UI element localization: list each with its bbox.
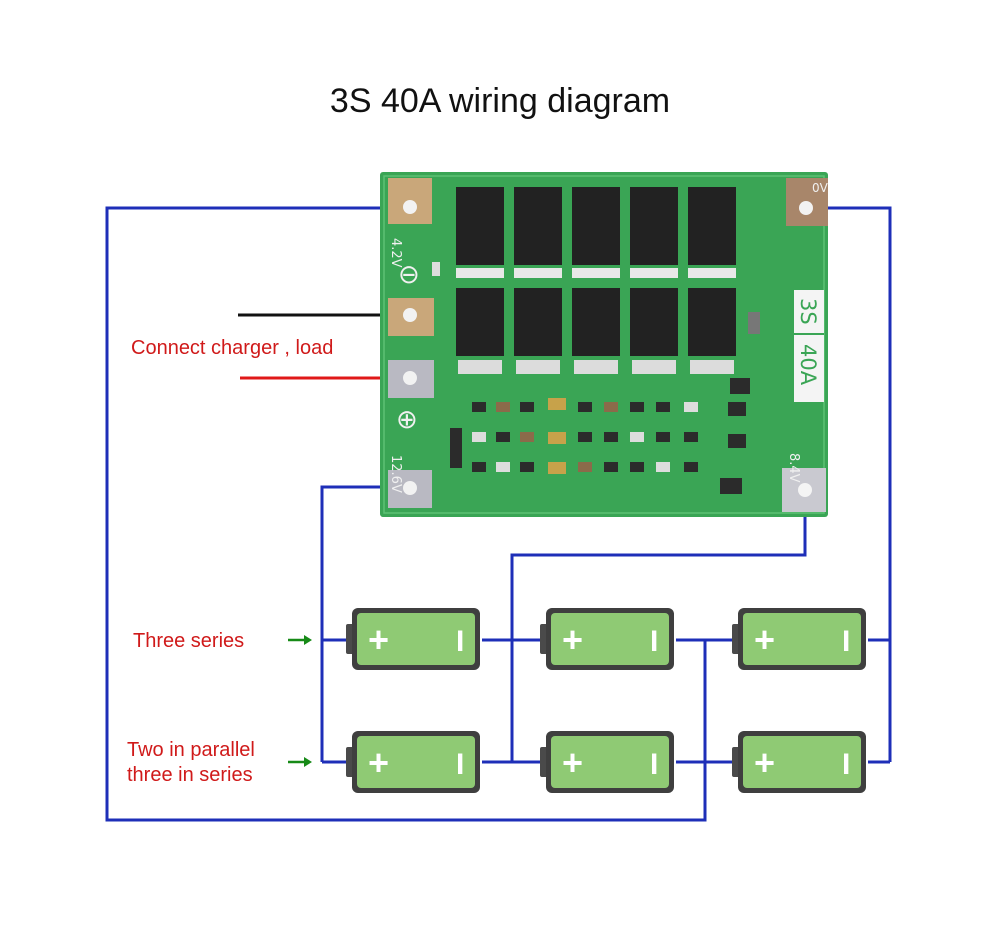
bms-board: 4.2V 12.6V 8.4V 0V ⊖ ⊕ 3S 40A (380, 172, 829, 517)
battery-row-top: + I + I + I (346, 608, 866, 670)
wire-8v4 (510, 492, 807, 762)
battery-cell: + I (346, 731, 480, 793)
model-40a: 40A (796, 344, 820, 386)
pad-0v-hole (799, 201, 813, 215)
battery-cell: + I (540, 608, 674, 670)
battery-plus-icon: + (562, 742, 583, 783)
battery-minus-icon: I (456, 748, 464, 781)
battery-minus-icon: I (842, 748, 850, 781)
three-series-label: Three series (133, 630, 245, 652)
model-3s: 3S (796, 298, 820, 325)
battery-cell: + I (732, 731, 866, 793)
battery-plus-icon: + (368, 619, 389, 660)
battery-minus-icon: I (842, 625, 850, 658)
arrows (288, 635, 312, 767)
pad-4v2-hole (403, 200, 417, 214)
parallel-label-line2: three in series (127, 764, 253, 786)
battery-cell: + I (540, 731, 674, 793)
battery-cell: + I (346, 608, 480, 670)
pad-12v6-label: 12.6V (388, 455, 403, 493)
battery-minus-icon: I (456, 625, 464, 658)
battery-plus-icon: + (368, 742, 389, 783)
battery-minus-icon: I (650, 625, 658, 658)
plus-symbol: ⊕ (396, 405, 418, 435)
smd-components (432, 262, 760, 494)
minus-symbol: ⊖ (398, 260, 420, 290)
mosfet-array (456, 187, 736, 374)
charger-load-label: Connect charger , load (131, 337, 334, 359)
pad-8v4-label: 8.4V (786, 453, 801, 483)
battery-minus-icon: I (650, 748, 658, 781)
battery-row-bottom: + I + I + I (346, 731, 866, 793)
model-label-box (794, 290, 824, 402)
pad-4v2-label: 4.2V (388, 238, 403, 268)
battery-plus-icon: + (562, 619, 583, 660)
wire-4v2 (105, 206, 707, 822)
parallel-label-line1: Two in parallel (127, 739, 255, 761)
battery-plus-icon: + (754, 619, 775, 660)
battery-cell: + I (732, 608, 866, 670)
pad-0v-label: 0V (812, 181, 829, 195)
wire-0v (815, 206, 892, 762)
diagram-title: 3S 40A wiring diagram (329, 82, 671, 120)
parallel-label: Two in parallel three in series (127, 738, 255, 788)
battery-plus-icon: + (754, 742, 775, 783)
